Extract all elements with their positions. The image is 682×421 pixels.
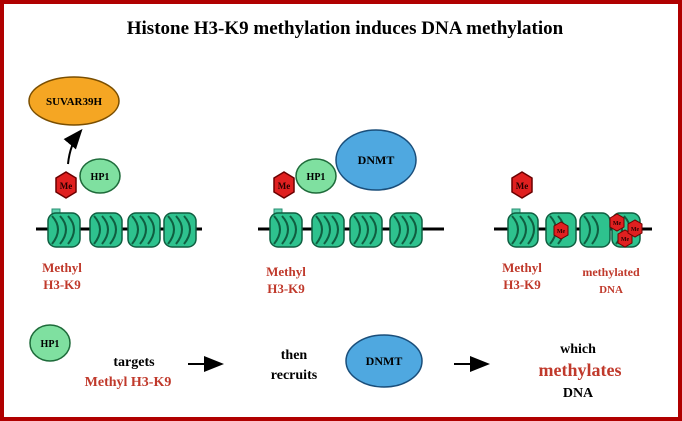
label-text: Me: [557, 229, 566, 235]
nucleosome: [127, 212, 161, 248]
legend-methyl-h3k9: Methyl H3-K9: [85, 375, 172, 390]
label-text: HP1: [307, 172, 326, 183]
legend-dnmt: DNMT: [345, 334, 423, 388]
caption-line: Methyl: [266, 264, 306, 279]
panel-3: Me Me Me Me Me Methyl H3-K9 methylated: [494, 171, 652, 296]
dna-methyl-mark: Me: [627, 219, 643, 238]
nucleosome: [311, 212, 345, 248]
legend-then: then: [281, 348, 308, 363]
nucleosome: [163, 212, 197, 248]
dna-methyl-mark: Me: [553, 221, 569, 240]
methyl-mark: Me: [511, 171, 533, 199]
dna-methyl-mark: Me: [617, 229, 633, 248]
hp1-protein: HP1: [79, 158, 121, 194]
label-text: Me: [60, 181, 73, 191]
nucleosome: [349, 212, 383, 248]
panel-1: Me HP1 SUVAR39H Methyl H3-K9: [28, 76, 202, 292]
caption-line: Methyl: [502, 260, 542, 275]
nucleosome: [89, 212, 123, 248]
caption-line: DNA: [599, 284, 623, 296]
diagram-canvas: Me HP1 SUVAR39H Methyl H3-K9: [28, 76, 652, 401]
legend-which: which: [560, 342, 596, 357]
label-text: Me: [631, 227, 640, 233]
caption-line: H3-K9: [503, 277, 541, 292]
caption-line: H3-K9: [267, 281, 305, 296]
label-text: Me: [613, 221, 622, 227]
nucleosome: [47, 212, 81, 248]
dnmt-protein: DNMT: [335, 129, 417, 191]
dna-methyl-mark: Me: [609, 213, 625, 232]
nucleosome: [269, 212, 303, 248]
legend-hp1: HP1: [29, 324, 71, 362]
nucleosome: [507, 212, 539, 248]
arrow-to-suvar: [63, 128, 83, 165]
diagram-title: Histone H3-K9 methylation induces DNA me…: [126, 18, 564, 39]
caption-line: Methyl: [42, 260, 82, 275]
nucleosome: [579, 212, 611, 248]
methyl-mark: Me: [55, 171, 77, 199]
legend-recruits: recruits: [271, 368, 318, 383]
label-text: Me: [516, 181, 529, 191]
label-text: Me: [278, 181, 291, 191]
label-text: SUVAR39H: [46, 96, 102, 108]
methyl-mark: Me: [273, 171, 295, 199]
legend-dna: DNA: [563, 386, 594, 401]
nucleosome: [389, 212, 423, 248]
panel-2: Me HP1 DNMT Methyl H3-K9: [258, 129, 444, 296]
label-text: DNMT: [366, 354, 403, 368]
label-text: DNMT: [358, 153, 395, 167]
label-text: Me: [621, 237, 630, 243]
legend-targets: targets: [113, 355, 155, 370]
suvar39h-protein: SUVAR39H: [28, 76, 120, 126]
label-text: HP1: [91, 172, 110, 183]
caption-line: H3-K9: [43, 277, 81, 292]
caption-line: methylated: [582, 265, 640, 279]
legend-row: HP1 targets Methyl H3-K9 then recruits D…: [29, 324, 622, 401]
legend-methylates: methylates: [539, 360, 622, 380]
label-text: HP1: [41, 339, 60, 350]
hp1-protein: HP1: [295, 158, 337, 194]
